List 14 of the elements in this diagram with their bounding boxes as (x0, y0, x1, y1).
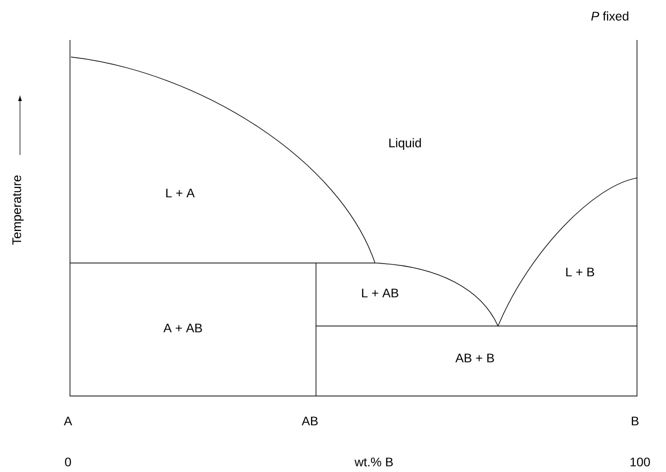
tick-label: 100 (630, 458, 650, 466)
region-label: L + AB (362, 288, 398, 298)
axis-title: Temperature (12, 175, 24, 245)
region-label: A + AB (163, 324, 202, 332)
region-label: Liquid (389, 138, 421, 150)
tick-label: 0 (65, 458, 71, 466)
pressure-note: P fixed (591, 11, 628, 21)
region-label: AB + B (455, 354, 494, 362)
component-label: B (632, 416, 639, 426)
component-label: A (64, 416, 72, 426)
axis-title: wt.% B (354, 458, 393, 466)
region-label: L + B (566, 268, 594, 276)
component-label: AB (302, 416, 318, 426)
region-label: L + A (166, 188, 195, 198)
